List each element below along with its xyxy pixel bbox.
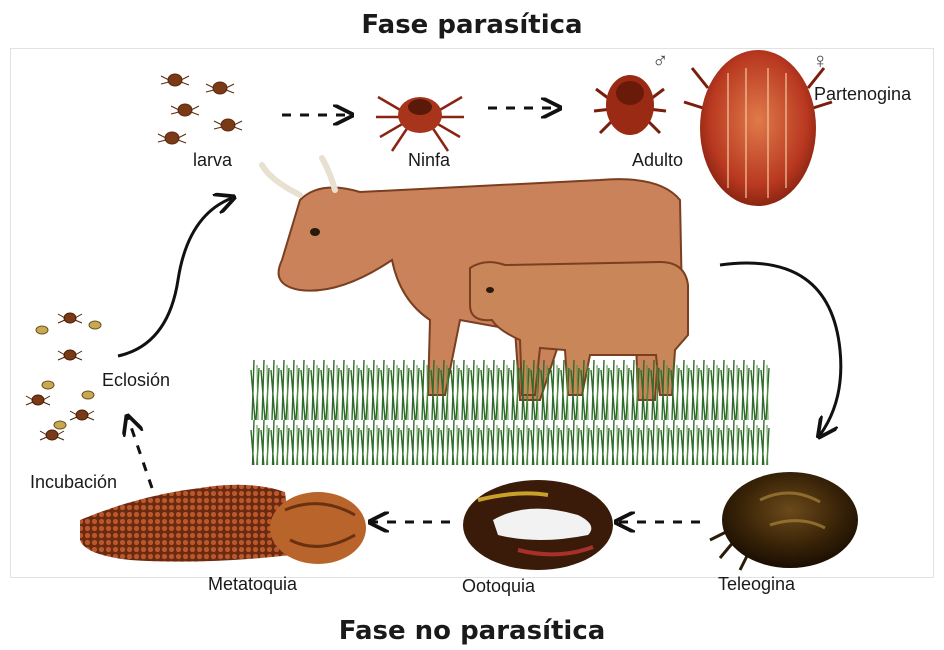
teleogina-tick-image — [710, 472, 858, 570]
arrow-eclosion-to-larva — [118, 198, 232, 356]
ootoquia-tick-image — [463, 480, 613, 570]
label-adulto: Adulto — [632, 150, 683, 171]
label-metatoquia: Metatoquia — [208, 574, 297, 595]
label-ootoquia: Ootoquia — [462, 576, 535, 597]
label-teleogina: Teleogina — [718, 574, 795, 595]
eclosion-cluster-image — [26, 313, 101, 440]
grass-image — [250, 360, 770, 465]
label-incubacion: Incubación — [30, 472, 117, 493]
arrow-incubacion-to-eclosion — [128, 418, 152, 488]
label-ninfa: Ninfa — [408, 150, 450, 171]
female-symbol-icon: ♀ — [812, 48, 829, 74]
ninfa-image — [376, 97, 464, 151]
label-larva: larva — [193, 150, 232, 171]
adult-male-tick-image — [594, 75, 666, 135]
partenogina-tick-image — [684, 50, 832, 206]
male-symbol-icon: ♂ — [652, 48, 669, 74]
label-partenogina: Partenogina — [814, 84, 911, 105]
larva-cluster-image — [158, 74, 242, 144]
metatoquia-image — [80, 485, 366, 564]
label-eclosion: Eclosión — [102, 370, 170, 391]
